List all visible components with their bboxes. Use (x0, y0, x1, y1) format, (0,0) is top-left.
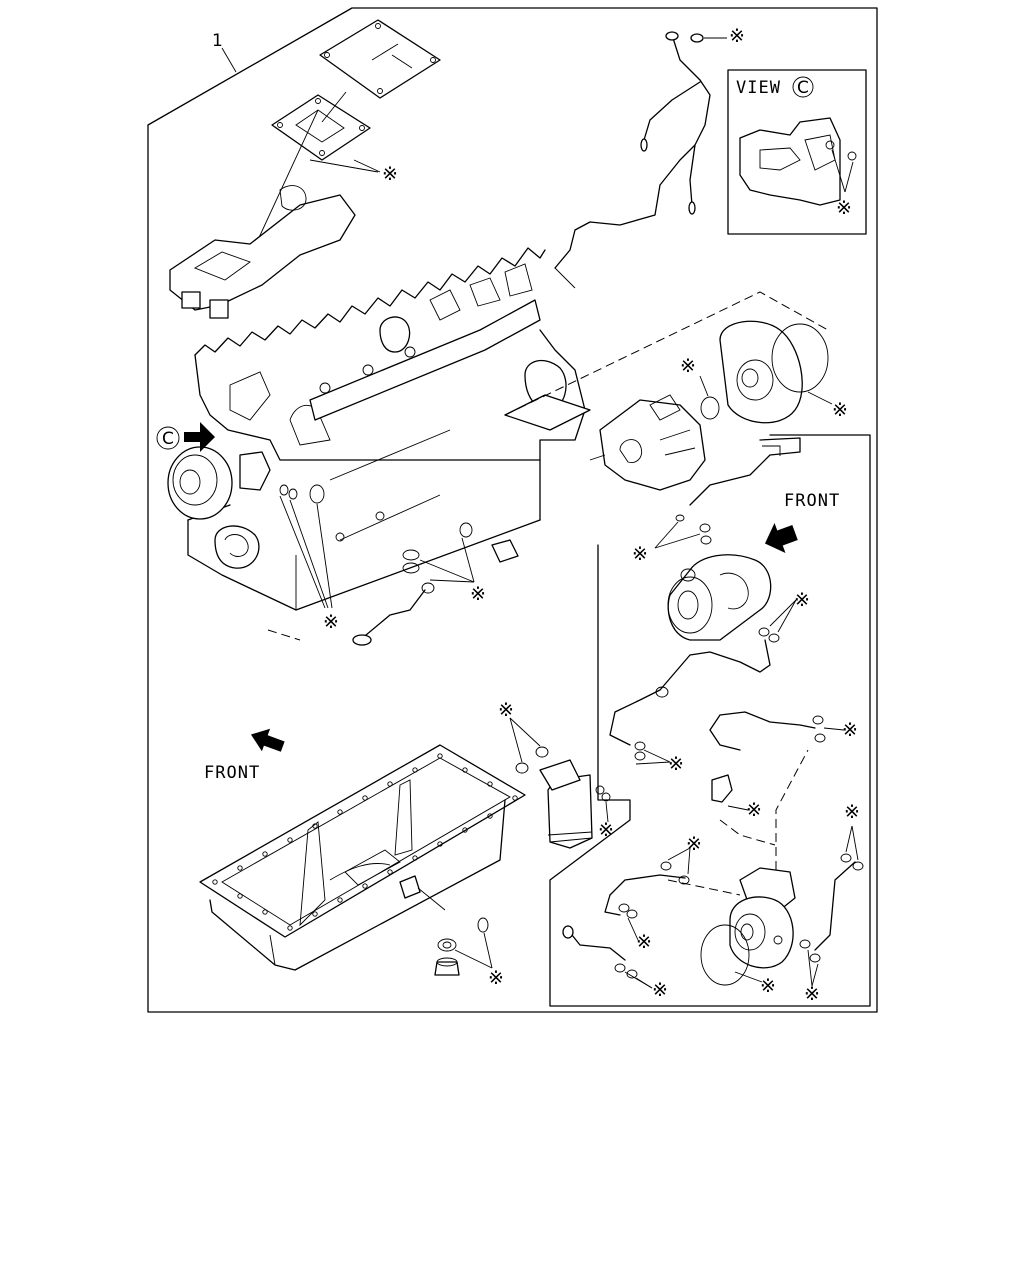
turbocharger (667, 554, 772, 641)
asterisk-vacuum-bolts: ※ (804, 983, 820, 1005)
front-label-right: FRONT (784, 491, 840, 511)
intake-manifold (169, 185, 356, 319)
asterisk-vacuum-ring: ※ (760, 975, 776, 997)
view-label: VIEW (736, 78, 781, 98)
view-c-marker: C (156, 422, 215, 452)
asterisk-left-pipe-low: ※ (636, 931, 652, 953)
asterisk-turbo-right: ※ (794, 589, 810, 611)
asterisk-oil-pipe: ※ (470, 583, 486, 605)
callout-number-1: 1 (212, 31, 223, 51)
oil-filter: ※ ※ (498, 699, 614, 849)
asterisk-bottom-pipe: ※ (652, 979, 668, 1001)
engine-block (187, 247, 591, 611)
front-label-left: FRONT (204, 763, 260, 783)
asterisk-o-ring-small: ※ (680, 355, 696, 377)
crank-pulley (167, 446, 271, 520)
oil-pan (199, 744, 526, 971)
top-cover-plate (319, 19, 441, 99)
asterisk-drain: ※ (488, 967, 504, 989)
asterisk-return-pipe: ※ (668, 753, 684, 775)
asterisk-cover-ring: ※ (832, 399, 848, 421)
front-indicator-left: FRONT (204, 728, 285, 783)
gear-case-cover: ※ ※ (680, 320, 848, 424)
asterisk-front-seals: ※ (323, 611, 339, 633)
view-letter: C (797, 78, 809, 98)
view-c-asterisk: ※ (836, 197, 852, 219)
cover-o-ring (771, 323, 829, 393)
wiring-harness: ※ (554, 25, 745, 289)
asterisk-upper-pipe: ※ (842, 719, 858, 741)
fuel-rail (309, 263, 541, 421)
kit-outline (147, 7, 878, 1013)
asterisk-left-pipe: ※ (686, 833, 702, 855)
asterisk-right-pipe: ※ (844, 801, 860, 823)
intake-gasket (271, 94, 371, 161)
asterisk-filter: ※ (498, 699, 514, 721)
vacuum-pump: ※ ※ (700, 867, 821, 1005)
view-marker-letter: C (162, 429, 174, 449)
asterisk-fitting: ※ (746, 799, 762, 821)
asterisk-turbo-top: ※ (632, 543, 648, 565)
asterisk-gasket: ※ (382, 163, 398, 185)
turbo-subkit-outline (549, 434, 871, 1007)
oil-feed-pipe: ※ (352, 522, 519, 646)
seal-ring-front (309, 484, 325, 504)
callout-leader-1 (221, 47, 237, 73)
view-c-inset: VIEW C ※ (727, 69, 867, 235)
injection-pump (589, 394, 706, 491)
drain-plug: ※ (434, 917, 504, 989)
front-indicator-right: FRONT (764, 491, 840, 554)
asterisk-filter-bolt: ※ (598, 819, 614, 841)
oil-pan-bolt-holes (212, 753, 518, 931)
asterisk-harness: ※ (729, 25, 745, 47)
